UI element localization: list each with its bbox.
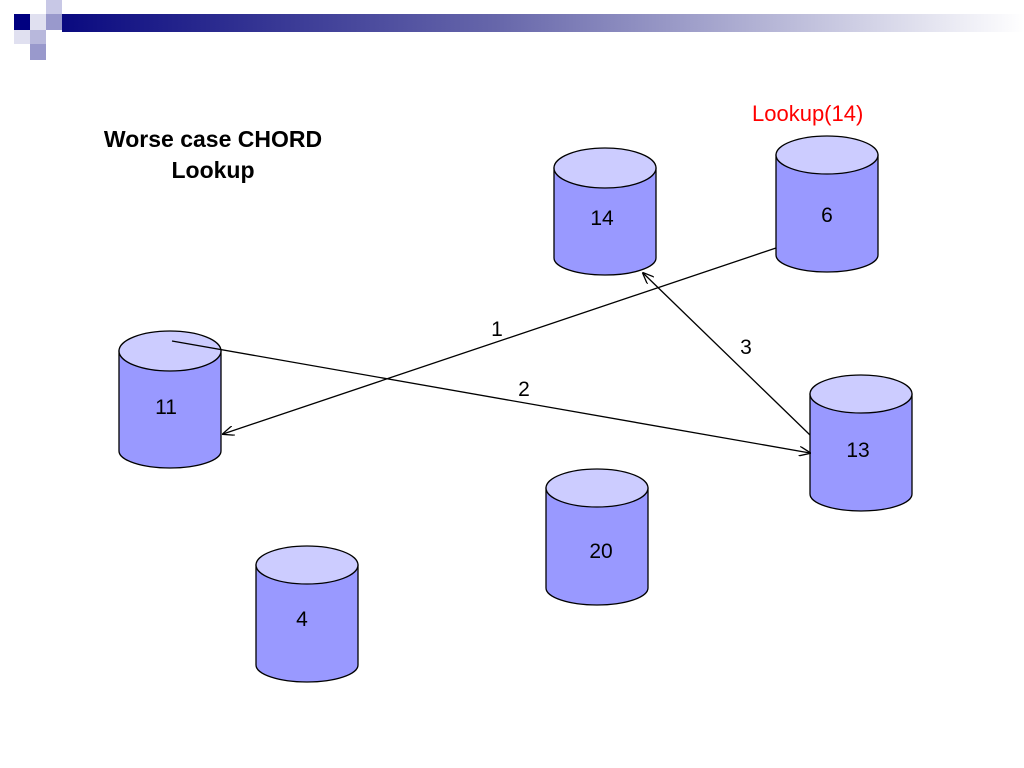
node-20: 20 bbox=[545, 468, 649, 606]
node-11: 11 bbox=[118, 330, 222, 469]
edge-1-arrow bbox=[223, 247, 777, 434]
node-14: 14 bbox=[553, 147, 657, 276]
slide-title-line1: Worse case CHORD bbox=[103, 126, 323, 152]
slide-title-line2: Lookup bbox=[171, 157, 255, 183]
edge-2-arrow bbox=[171, 340, 810, 453]
edge-1-label: 1 bbox=[491, 318, 503, 341]
lookup-annotation: Lookup(14) bbox=[752, 101, 864, 126]
edge-3-label: 3 bbox=[740, 336, 752, 359]
slide-title: Worse case CHORD Lookup bbox=[78, 124, 348, 186]
header-decoration bbox=[14, 0, 1024, 60]
node-20-label: 20 bbox=[589, 540, 612, 563]
node-4: 4 bbox=[255, 545, 359, 683]
node-13-label: 13 bbox=[846, 439, 869, 462]
node-11-label: 11 bbox=[155, 396, 177, 419]
node-6: 6 bbox=[775, 135, 879, 273]
node-14-label: 14 bbox=[590, 207, 614, 230]
node-4-label: 4 bbox=[296, 608, 308, 631]
edge-2-label: 2 bbox=[518, 378, 530, 401]
node-6-label: 6 bbox=[821, 204, 833, 227]
edge-3-arrow bbox=[643, 273, 811, 436]
node-13: 13 bbox=[809, 374, 913, 512]
